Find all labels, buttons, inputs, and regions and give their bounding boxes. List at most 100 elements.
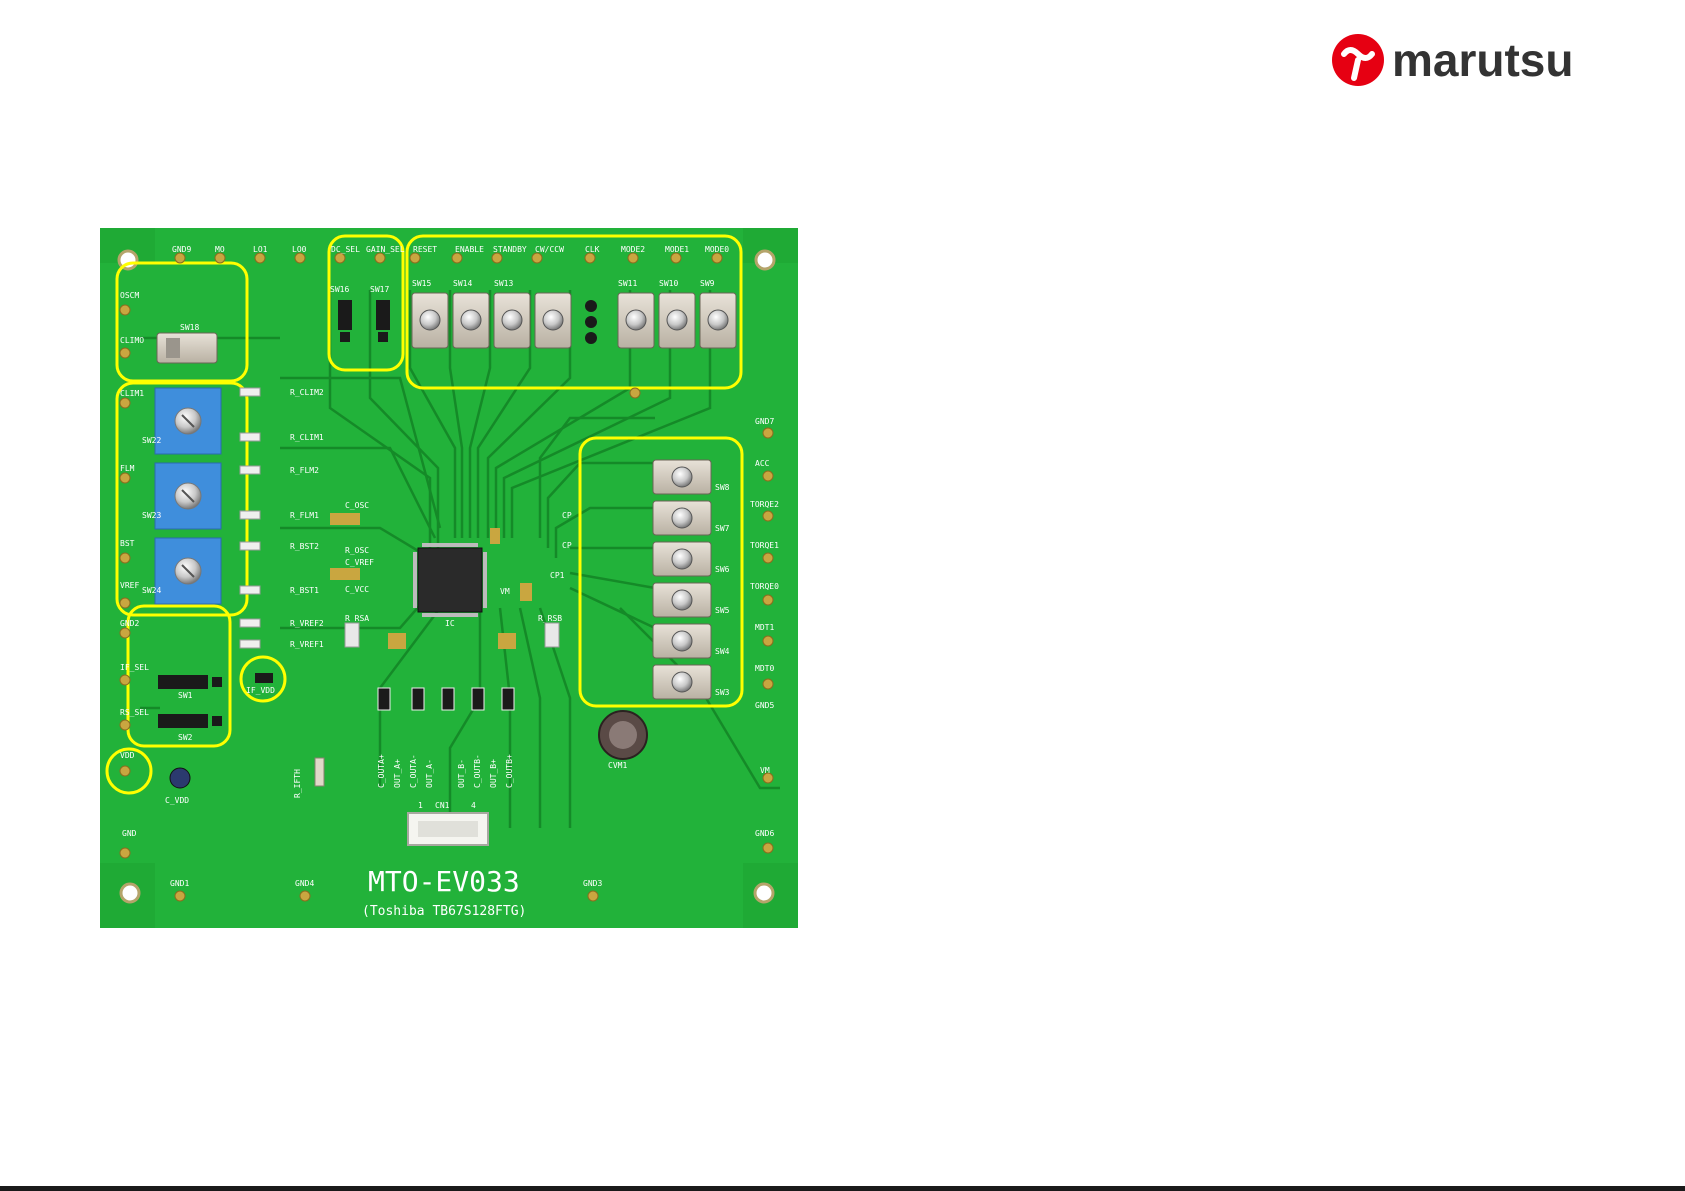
resistor-r-ifth: R_IFTH <box>293 757 325 798</box>
label-c-outb-plus: C_OUTB+ <box>505 754 514 788</box>
connector-cn1[interactable]: CN1 1 4 <box>407 801 489 846</box>
bottom-header-labels: GND1 GND4 GND3 <box>170 879 602 888</box>
label-bst: BST <box>120 539 135 548</box>
label-mode0: MODE0 <box>705 245 729 254</box>
label-vdd: VDD <box>120 751 135 760</box>
capacitor-cvm1: CVM1 <box>598 710 648 770</box>
left-header-labels: OSCM CLIMO CLIM1 FLM BST VREF GND2 IF_SE… <box>120 291 149 838</box>
label-gnd6: GND6 <box>755 829 774 838</box>
jumper-gain-sel[interactable]: SW17 <box>370 285 390 342</box>
label-vref: VREF <box>120 581 139 590</box>
highlight-sel-jumpers <box>327 234 405 372</box>
label-c-outa-minus: C_OUTA- <box>409 754 418 788</box>
label-torqe0: TORQE0 <box>750 582 779 591</box>
label-mode2: MODE2 <box>621 245 645 254</box>
resistor-array <box>239 387 261 649</box>
label-gnd: GND <box>122 829 137 838</box>
label-r-vref1: R_VREF1 <box>290 640 324 649</box>
jumper-label-sw1: SW1 <box>178 691 193 700</box>
label-oscm: OSCM <box>120 291 139 300</box>
label-cn1-pin4: 4 <box>471 801 476 810</box>
label-out-a-plus: OUT_A+ <box>393 759 402 788</box>
label-torqe2: TORQE2 <box>750 500 779 509</box>
label-gnd4: GND4 <box>295 879 314 888</box>
label-c-vcc: C_VCC <box>345 585 369 594</box>
jumper-dc-sel[interactable]: SW16 <box>330 285 352 342</box>
label-r-clim2: R_CLIM2 <box>290 388 324 397</box>
label-cp1: CP1 <box>550 571 565 580</box>
toggle-switch-sw5-torqe0[interactable]: SW5 <box>652 582 730 618</box>
label-if-sel: IF_SEL <box>120 663 149 672</box>
label-cvm1: CVM1 <box>608 761 627 770</box>
label-torqe1: TORQE1 <box>750 541 779 550</box>
toggle-switch-sw18[interactable]: SW18 <box>156 323 218 364</box>
jumper-if-sel-sw1[interactable]: SW1 <box>158 675 222 700</box>
switch-label-sw16: SW16 <box>330 285 349 294</box>
label-clk: CLK <box>585 245 600 254</box>
switch-label-sw4: SW4 <box>715 647 730 656</box>
label-gnd1: GND1 <box>170 879 189 888</box>
highlight-if-vdd <box>239 655 287 703</box>
toggle-switch-sw11-mode2[interactable]: SW11 <box>617 279 655 349</box>
label-reset: RESET <box>413 245 437 254</box>
potentiometer-sw22-clim[interactable]: SW22 <box>142 387 222 455</box>
center-component-labels: C_OSC R_OSC C_VREF C_VCC R_RSA R_RSB CP … <box>345 501 572 623</box>
label-dc-sel: DC_SEL <box>331 245 360 254</box>
label-r-bst2: R_BST2 <box>290 542 319 551</box>
toggle-switch-sw10-mode1[interactable]: SW10 <box>658 279 696 349</box>
top-toggle-switches: SW15 SW14 SW13 SW11 SW10 <box>411 279 737 349</box>
potentiometer-sw23-flm[interactable]: SW23 <box>142 462 222 530</box>
label-r-ifth: R_IFTH <box>293 769 302 798</box>
label-mode1: MODE1 <box>665 245 689 254</box>
jumper-rs-sel-sw2[interactable]: SW2 <box>158 714 222 742</box>
switch-label-sw18: SW18 <box>180 323 199 332</box>
logo-text: marutsu <box>1392 34 1573 86</box>
switch-label-sw6: SW6 <box>715 565 730 574</box>
label-mdt1: MDT1 <box>755 623 774 632</box>
toggle-switch-sw9-mode0[interactable]: SW9 <box>699 279 737 349</box>
potentiometer-sw24-bst[interactable]: SW24 <box>142 537 222 605</box>
switch-label-sw15: SW15 <box>412 279 431 288</box>
label-r-osc: R_OSC <box>345 546 369 555</box>
label-enable: ENABLE <box>455 245 484 254</box>
mounting-holes <box>117 249 776 904</box>
pot-label-sw23: SW23 <box>142 511 161 520</box>
switch-label-sw3: SW3 <box>715 688 730 697</box>
toggle-switch-sw6-torqe1[interactable]: SW6 <box>652 541 730 577</box>
output-labels: C_OUTA+ OUT_A+ C_OUTA- OUT_A- OUT_B- C_O… <box>377 754 514 788</box>
driver-ic-tb67s128ftg: IC <box>413 543 487 628</box>
switch-label-sw10: SW10 <box>659 279 678 288</box>
label-cp-a: CP <box>562 511 572 520</box>
label-rs-sel: RS_SEL <box>120 708 149 717</box>
toggle-switch-sw8-acc[interactable]: SW8 <box>652 459 730 495</box>
highlight-potentiometers <box>115 381 249 617</box>
pcb-board-photo: GND9 MO LO1 LO0 DC_SEL GAIN_SEL RESET EN… <box>100 228 798 928</box>
board-title: MTO-EV033 <box>368 865 520 898</box>
toggle-switch-sw15-reset[interactable]: SW15 <box>411 279 449 349</box>
label-vm: VM <box>760 766 770 775</box>
page-bottom-rule <box>0 1186 1685 1191</box>
label-if-vdd: IF_VDD <box>246 686 275 695</box>
label-acc: ACC <box>755 459 770 468</box>
label-ic: IC <box>445 619 455 628</box>
jumper-label-sw2: SW2 <box>178 733 193 742</box>
label-mo: MO <box>215 245 225 254</box>
board-subtitle: (Toshiba TB67S128FTG) <box>362 904 526 919</box>
toggle-switch-cw-ccw[interactable] <box>534 292 572 349</box>
label-lo0: LO0 <box>292 245 307 254</box>
highlight-top-switches <box>405 234 743 390</box>
toggle-switch-sw7-torqe2[interactable]: SW7 <box>652 500 730 536</box>
highlight-right-switches <box>578 436 744 708</box>
highlight-annotations <box>105 234 744 795</box>
toggle-switch-sw3-mdt0[interactable]: SW3 <box>652 664 730 700</box>
toggle-switch-sw13-standby[interactable]: SW13 <box>493 279 531 349</box>
label-c-outb-minus: C_OUTB- <box>473 754 482 788</box>
label-c-vdd: C_VDD <box>165 796 189 805</box>
if-vdd-jumper[interactable]: IF_VDD <box>246 673 275 695</box>
label-cp-b: CP <box>562 541 572 550</box>
toggle-switch-sw4-mdt1[interactable]: SW4 <box>652 623 730 659</box>
resistor-labels: R_CLIM2 R_CLIM1 R_FLM2 R_FLM1 R_BST2 R_B… <box>290 388 324 649</box>
switch-label-sw17: SW17 <box>370 285 389 294</box>
top-header-labels: GND9 MO LO1 LO0 DC_SEL GAIN_SEL RESET EN… <box>172 245 729 254</box>
toggle-switch-sw14-enable[interactable]: SW14 <box>452 279 490 349</box>
